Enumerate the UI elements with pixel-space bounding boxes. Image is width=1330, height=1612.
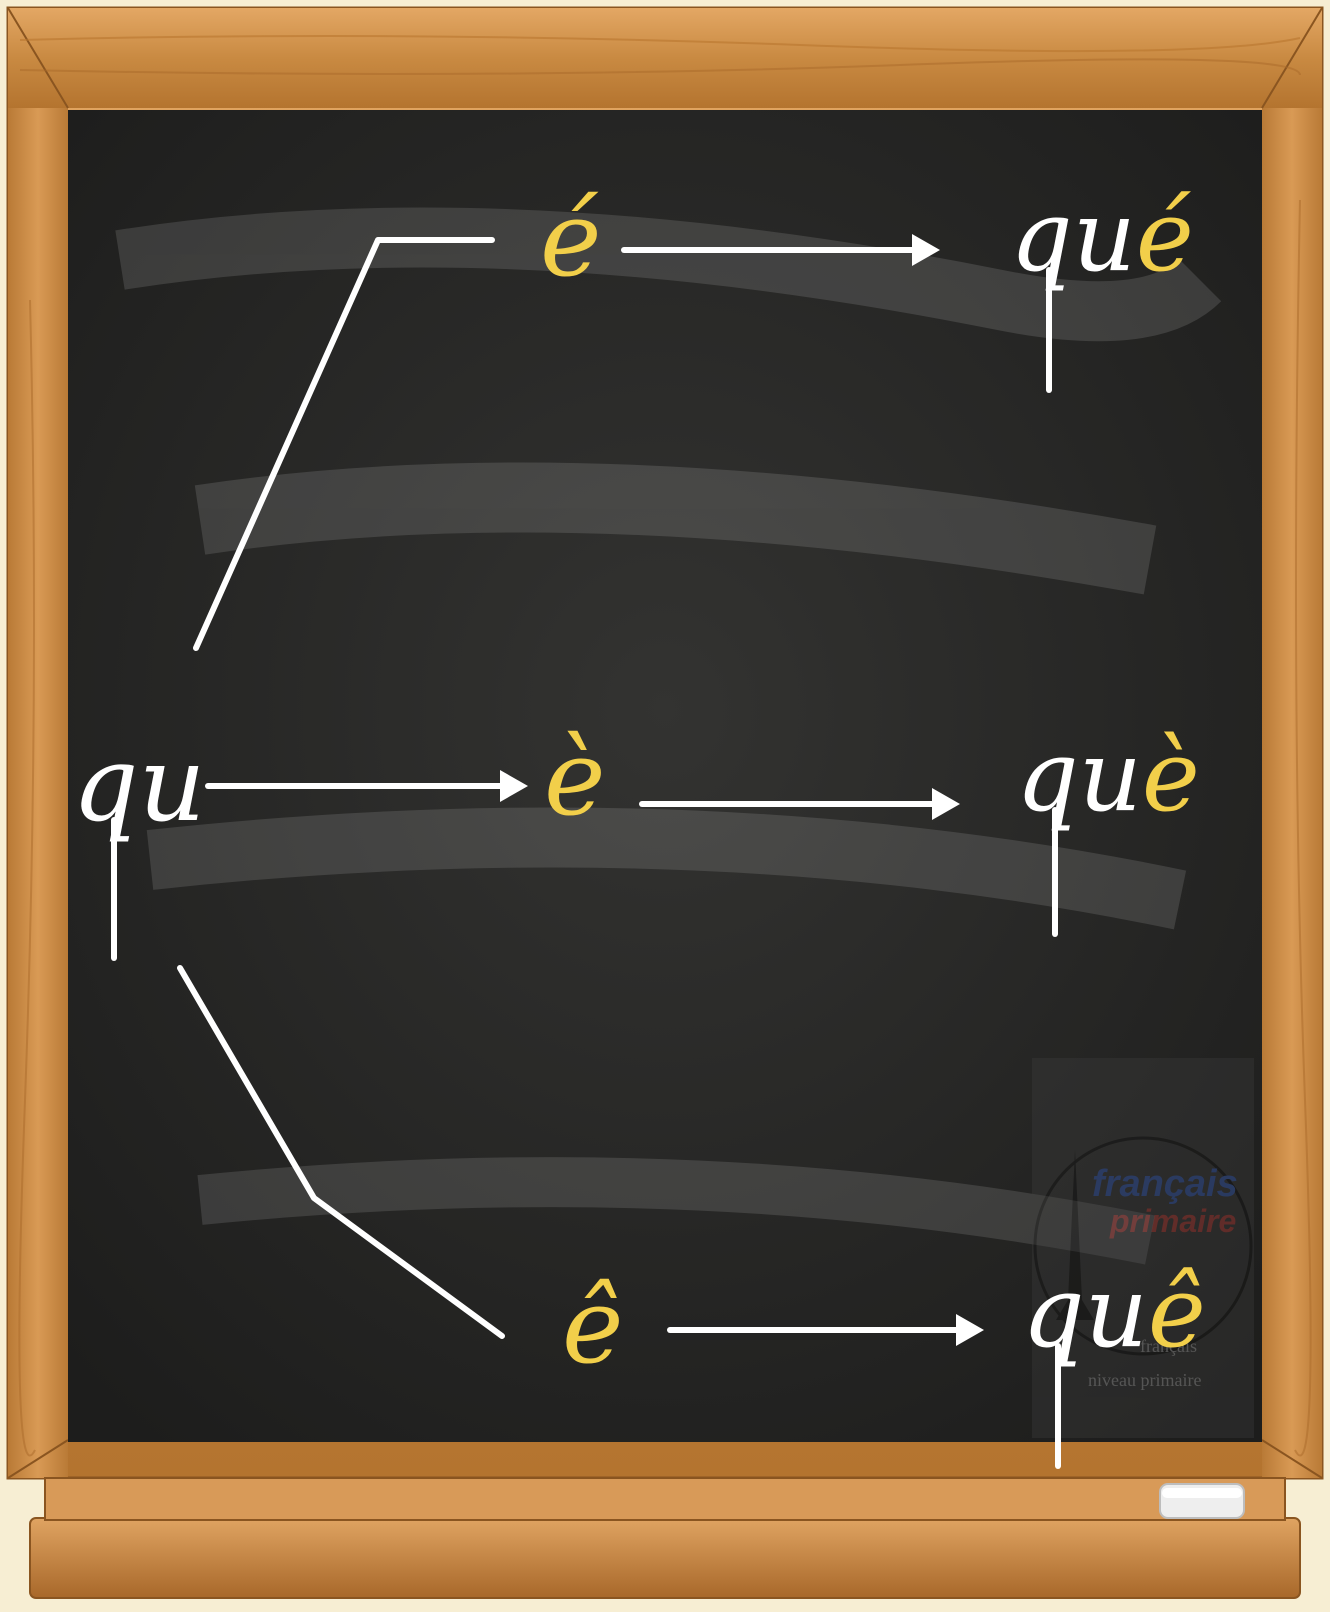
result-vowel: é xyxy=(1136,180,1194,294)
branch-line-bottom xyxy=(177,965,505,1339)
branch-line-top xyxy=(193,237,495,651)
watermark-line1: français xyxy=(1092,1163,1238,1205)
vowel-e-grave: è xyxy=(544,717,606,839)
svg-text:quê: quê xyxy=(1022,1256,1206,1370)
watermark-line3: français xyxy=(1140,1336,1197,1356)
result-que-grave: què xyxy=(1016,720,1200,937)
result-que-circumflex: quê xyxy=(1022,1256,1206,1469)
result-base: qu xyxy=(1010,180,1136,294)
watermark-line2: primaire xyxy=(1109,1203,1236,1239)
root-syllable: qu xyxy=(72,723,206,961)
eiffel-tower-icon xyxy=(1056,1150,1094,1320)
root-arrow xyxy=(205,770,528,802)
result-vowel: è xyxy=(1142,720,1200,834)
branch-e-circumflex: ê quê xyxy=(562,1256,1206,1469)
chalk-piece[interactable] xyxy=(1159,1483,1245,1519)
vowel-e-circumflex: ê xyxy=(562,1265,624,1387)
board-surface xyxy=(68,110,1262,1442)
chalk-ledge xyxy=(29,1477,1301,1599)
branch-e-grave: è què xyxy=(544,717,1200,937)
branch-e-acute: é qué xyxy=(540,178,1194,393)
svg-text:qué: qué xyxy=(1010,180,1194,294)
watermark-line4: niveau primaire xyxy=(1088,1370,1201,1390)
result-vowel: ê xyxy=(1148,1256,1206,1370)
vowel-e-acute: é xyxy=(540,178,602,300)
watermark-logo: français primaire français niveau primai… xyxy=(1032,1058,1254,1438)
root-text: qu xyxy=(72,723,206,845)
chalk-smudges xyxy=(115,207,1222,1265)
result-que-acute: qué xyxy=(1010,180,1194,393)
svg-text:què: què xyxy=(1016,720,1200,834)
result-base: qu xyxy=(1016,720,1142,834)
result-base: qu xyxy=(1022,1256,1148,1370)
